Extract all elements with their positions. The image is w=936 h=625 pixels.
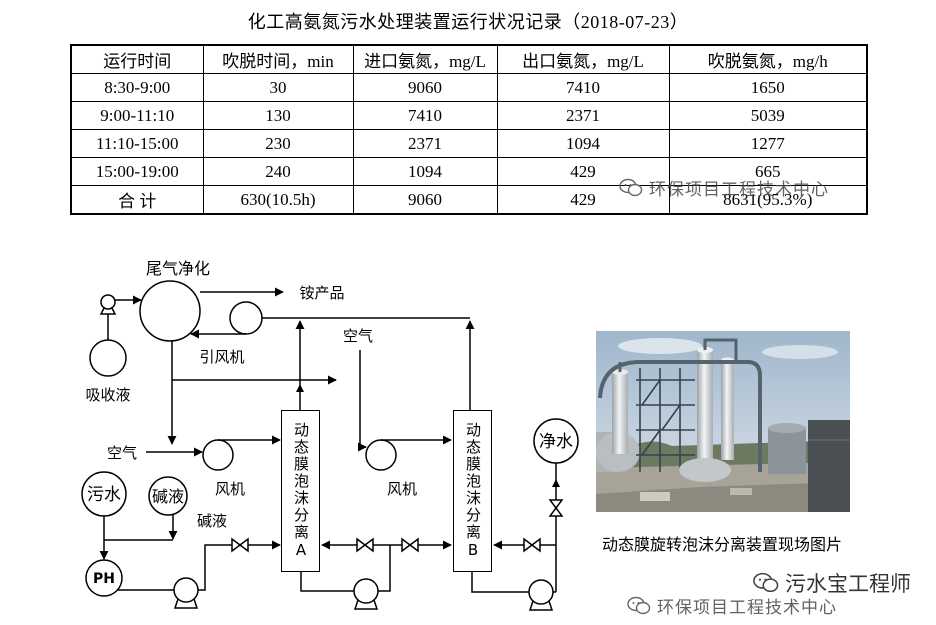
pump-1 (173, 577, 199, 609)
alkali-feed-label: 碱液 (197, 512, 227, 530)
operation-record-table: 运行时间 吹脱时间，min 进口氨氮，mg/L 出口氨氮，mg/L 吹脱氨氮，m… (70, 44, 868, 215)
absorbent-tank (89, 339, 127, 377)
table-cell: 1277 (668, 129, 868, 158)
table-cell: 9060 (352, 73, 498, 102)
table-header-row: 运行时间 吹脱时间，min 进口氨氮，mg/L 出口氨氮，mg/L 吹脱氨氮，m… (70, 44, 868, 74)
table-cell: 1650 (668, 73, 868, 102)
fan-2-label: 风机 (387, 480, 417, 498)
table-cell: 9060 (352, 185, 498, 215)
ph-adjust-tank (85, 559, 123, 597)
pump-2 (353, 578, 379, 610)
table-cell: 5039 (668, 101, 868, 130)
photo-caption: 动态膜旋转泡沫分离装置现场图片 (602, 535, 842, 554)
alkali-tank-label: 碱液 (152, 487, 184, 506)
table-cell: 230 (202, 129, 354, 158)
air-left-label: 空气 (107, 444, 137, 462)
induced-fan-label: 引风机 (199, 348, 244, 366)
table-cell: 630(10.5h) (202, 185, 354, 215)
watermark-table-text: 环保项目工程技术中心 (649, 180, 829, 200)
alkali-tank (148, 476, 188, 516)
valve-column-a-feed (231, 537, 249, 553)
valve-clean-water (548, 499, 564, 517)
table-cell: 15:00-19:00 (70, 157, 204, 186)
table-cell: 7410 (352, 101, 498, 130)
header-stripping-time: 吹脱时间，min (202, 44, 354, 74)
table-row: 11:10-15:00 230 2371 1094 1277 (70, 129, 868, 158)
table-cell: 7410 (496, 73, 670, 102)
fan-1-symbol (202, 439, 234, 471)
watermark-bottom-text: 环保项目工程技术中心 (657, 598, 837, 618)
wechat-icon (619, 178, 643, 196)
sewage-label: 污水 (87, 485, 121, 505)
table-cell: 429 (496, 185, 670, 215)
table-cell: 2371 (352, 129, 498, 158)
watermark-brand: 污水宝工程师 (752, 568, 911, 598)
column-b-label: 动态膜泡沫分离B (464, 421, 482, 561)
table-total-row: 合 计 630(10.5h) 9060 429 8631(95.3%) (70, 185, 868, 215)
table-row: 8:30-9:00 30 9060 7410 1650 (70, 73, 868, 102)
table-cell: 429 (496, 157, 670, 186)
header-outlet-ammonia: 出口氨氮，mg/L (496, 44, 670, 74)
table-cell: 240 (202, 157, 354, 186)
valve-column-b-outlet (523, 537, 541, 553)
column-b-bottom-line (471, 572, 529, 593)
fan-2-symbol (365, 439, 397, 471)
table-cell: 1094 (352, 157, 498, 186)
watermark-table: 环保项目工程技术中心 (618, 175, 829, 200)
table-cell: 8:30-9:00 (70, 73, 204, 102)
wechat-icon (753, 572, 779, 593)
table-cell: 2371 (496, 101, 670, 130)
table-cell: 合 计 (70, 185, 204, 215)
header-stripped-ammonia: 吹脱氨氮，mg/h (668, 44, 868, 74)
header-run-time: 运行时间 (70, 44, 204, 74)
watermark-bottom: 环保项目工程技术中心 (626, 593, 837, 618)
air-supply-line-top (357, 350, 367, 452)
column-a-label: 动态膜泡沫分离A (292, 421, 310, 561)
table-cell: 665 (668, 157, 868, 186)
ph-label: PH (93, 571, 115, 587)
foam-separation-column-b: 动态膜泡沫分离B (453, 410, 492, 572)
column-a-bottom-line (300, 572, 354, 592)
table-cell: 8631(95.3%) (668, 185, 868, 215)
tail-gas-purifier-label: 尾气净化 (146, 259, 210, 278)
fan-1-label: 风机 (215, 480, 245, 498)
table-cell: 1094 (496, 129, 670, 158)
site-photo (596, 331, 850, 512)
air-top-label: 空气 (343, 327, 373, 345)
valve-transfer-1 (356, 537, 374, 553)
feed-to-column-a-line (198, 540, 281, 591)
foam-separation-column-a: 动态膜泡沫分离A (281, 410, 320, 572)
header-inlet-ammonia: 进口氨氮，mg/L (352, 44, 498, 74)
clean-water-label: 净水 (539, 432, 573, 452)
absorbent-label: 吸收液 (85, 386, 130, 404)
watermark-brand-text: 污水宝工程师 (785, 572, 911, 596)
table-cell: 30 (202, 73, 354, 102)
page-title: 化工高氨氮污水处理装置运行状况记录（2018-07-23） (247, 12, 689, 32)
ammonium-product-label: 铵产品 (299, 284, 344, 302)
table-row: 9:00-11:10 130 7410 2371 5039 (70, 101, 868, 130)
table-cell: 11:10-15:00 (70, 129, 204, 158)
absorbent-pump (99, 294, 117, 315)
pump-3 (528, 579, 554, 611)
pump-2-discharge-line (378, 545, 391, 592)
table-cell: 9:00-11:10 (70, 101, 204, 130)
valve-transfer-2 (401, 537, 419, 553)
table-row: 15:00-19:00 240 1094 429 665 (70, 157, 868, 186)
induced-fan-symbol (229, 301, 263, 335)
table-cell: 130 (202, 101, 354, 130)
wechat-icon (627, 596, 651, 614)
tail-gas-purifier-tank (139, 280, 201, 342)
